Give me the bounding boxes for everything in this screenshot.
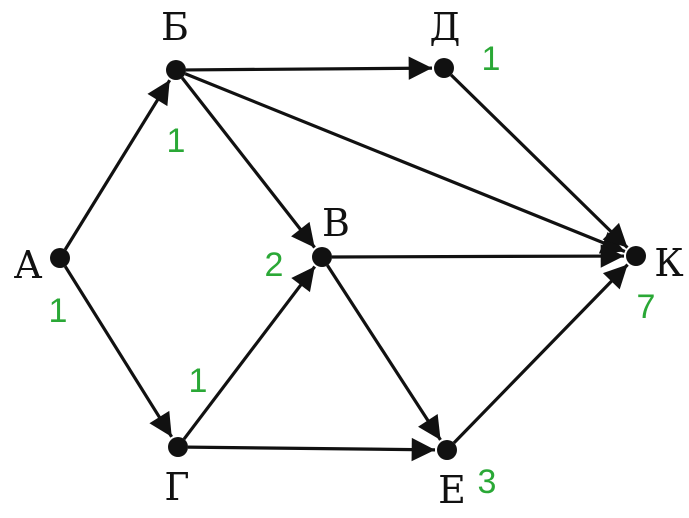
node-A bbox=[50, 248, 70, 268]
edges bbox=[63, 56, 629, 462]
edge-V-E bbox=[326, 264, 442, 441]
node-label-V: В bbox=[322, 201, 350, 245]
edge-A-B bbox=[63, 79, 172, 251]
node-label-D: Д bbox=[430, 5, 461, 49]
edge-B-K bbox=[184, 72, 626, 254]
node-label-K: К bbox=[654, 241, 683, 285]
path-count-B: 1 bbox=[167, 122, 186, 160]
path-count-K: 7 bbox=[637, 288, 656, 326]
path-count-V: 2 bbox=[265, 246, 284, 284]
edge-A-G bbox=[63, 265, 174, 438]
path-count-G: 1 bbox=[189, 362, 208, 400]
edge-D-K bbox=[450, 73, 629, 249]
node-label-E: Е bbox=[438, 468, 466, 512]
edge-E-K bbox=[452, 263, 629, 444]
edge-V-K bbox=[331, 244, 625, 268]
nodes bbox=[50, 58, 646, 460]
edge-B-V bbox=[180, 76, 316, 249]
node-D bbox=[434, 58, 454, 78]
path-count-D: 1 bbox=[482, 40, 501, 78]
path-count-A: 1 bbox=[49, 292, 68, 330]
node-E bbox=[437, 440, 457, 460]
edge-G-V bbox=[182, 265, 317, 440]
path-counts: 1 1 1 2 1 3 7 bbox=[49, 40, 656, 501]
node-labels: А Б Д В Г Е К bbox=[14, 5, 684, 512]
node-label-G: Г bbox=[164, 465, 189, 509]
node-K bbox=[626, 246, 646, 266]
node-label-A: А bbox=[14, 243, 43, 287]
path-count-E: 3 bbox=[478, 463, 497, 501]
node-V bbox=[312, 247, 332, 267]
edge-B-D bbox=[185, 56, 433, 80]
node-B bbox=[166, 60, 186, 80]
node-label-B: Б bbox=[161, 5, 189, 49]
edge-G-E bbox=[187, 437, 436, 462]
node-G bbox=[168, 437, 188, 457]
